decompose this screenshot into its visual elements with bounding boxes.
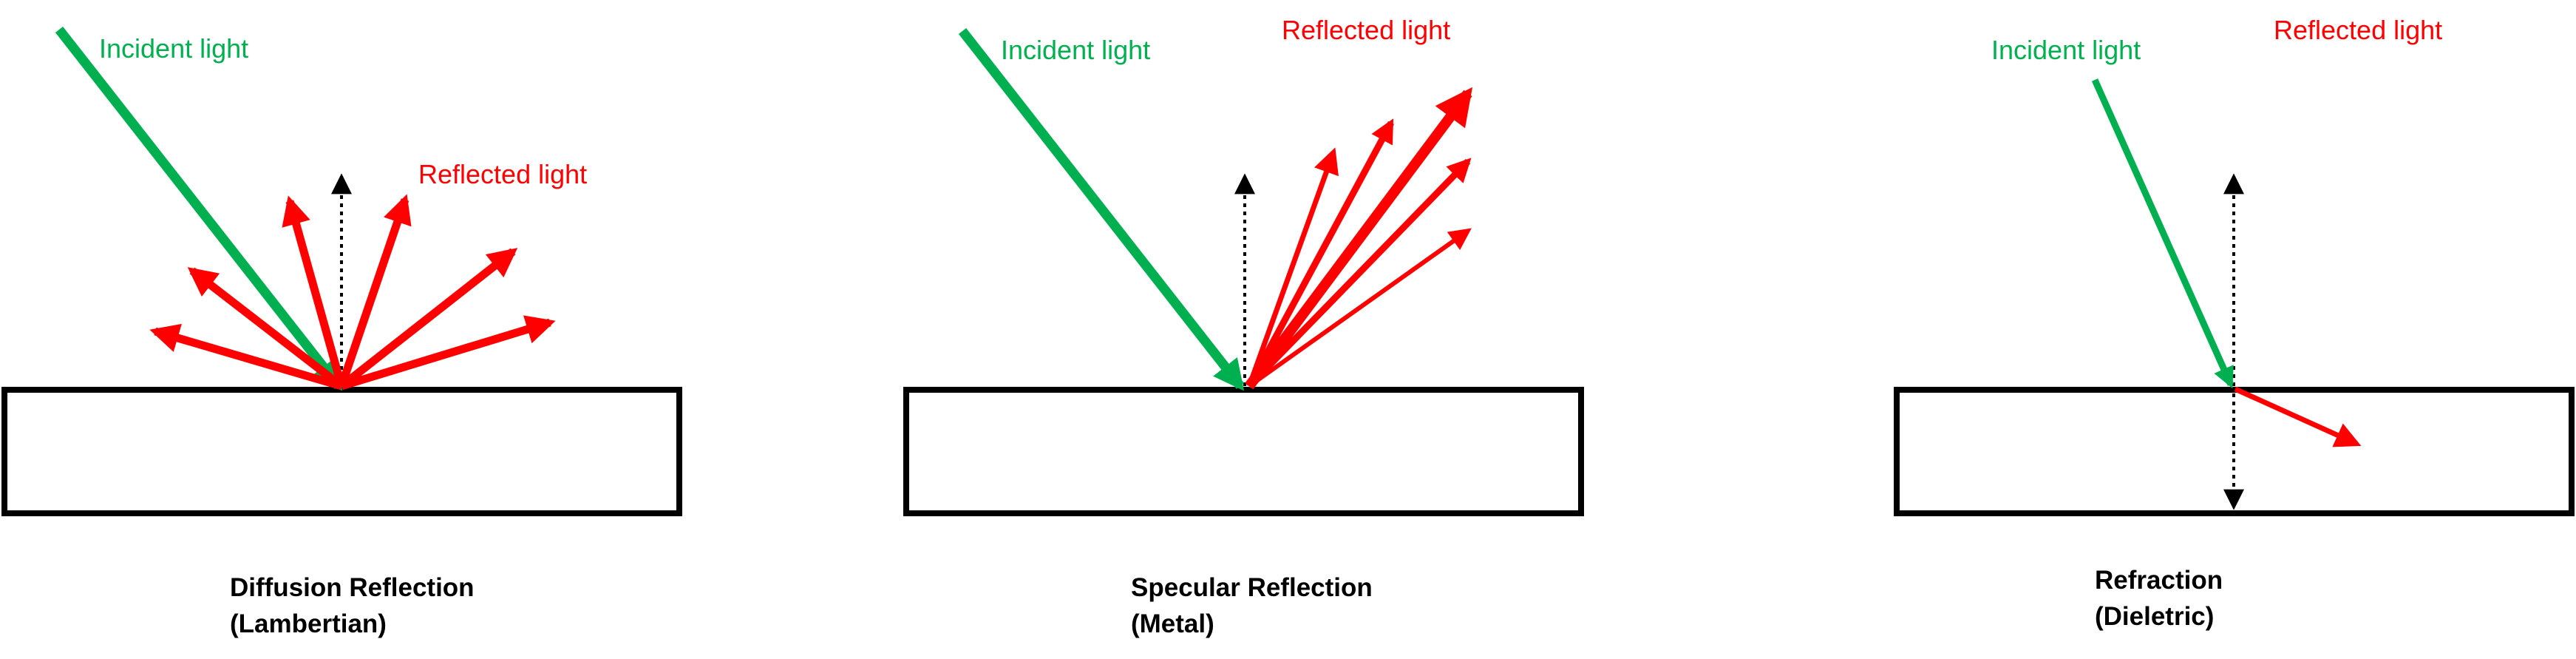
- specular-reflected-ray: [1245, 87, 1473, 390]
- refraction-caption-subtitle: (Dieletric): [2095, 602, 2214, 631]
- diffuse-reflected-ray: [187, 267, 344, 390]
- specular-surface-slab: [903, 387, 1584, 516]
- panel-diffuse: Incident light Reflected light Diffusion…: [1, 26, 682, 638]
- refraction-incident-label: Incident light: [1991, 35, 2141, 65]
- specular-caption-subtitle: (Metal): [1131, 609, 1214, 638]
- refraction-reflected-label: Reflected light: [2274, 15, 2442, 45]
- panel-refraction: Incident light Reflected light Refractio…: [1894, 15, 2575, 631]
- diffuse-reflected-ray: [337, 194, 412, 388]
- refraction-incident-arrow: [2091, 78, 2235, 389]
- specular-incident-label: Incident light: [1001, 35, 1150, 65]
- diffuse-incident-label: Incident light: [99, 33, 248, 64]
- specular-reflected-ray: [1246, 147, 1339, 388]
- specular-reflected-label: Reflected light: [1282, 15, 1450, 45]
- diffuse-reflected-ray: [282, 195, 346, 388]
- refraction-refracted-arrow: [2234, 386, 2362, 447]
- specular-reflected-ray: [1246, 118, 1394, 388]
- diffuse-surface-slab: [1, 387, 682, 516]
- diffuse-reflected-label: Reflected light: [418, 159, 587, 189]
- specular-reflected-ray: [1246, 158, 1472, 389]
- diffuse-reflected-rays: [149, 194, 556, 391]
- diffuse-reflected-ray: [340, 315, 556, 391]
- diffuse-incident-arrow: [55, 26, 343, 391]
- diffuse-reflected-ray: [339, 248, 518, 390]
- refraction-caption-title: Refraction: [2095, 566, 2223, 595]
- diffuse-caption-subtitle: (Lambertian): [230, 609, 387, 638]
- specular-incident-arrow: [958, 27, 1245, 391]
- specular-reflected-rays: [1245, 87, 1473, 390]
- refraction-surface-slab: [1894, 387, 2575, 516]
- specular-caption-title: Specular Reflection: [1131, 573, 1373, 602]
- diffuse-reflected-ray: [149, 323, 343, 391]
- panel-specular: Incident light Reflected light Specular …: [903, 15, 1584, 638]
- specular-reflected-ray: [1248, 228, 1472, 388]
- diffuse-caption-title: Diffusion Reflection: [230, 573, 475, 602]
